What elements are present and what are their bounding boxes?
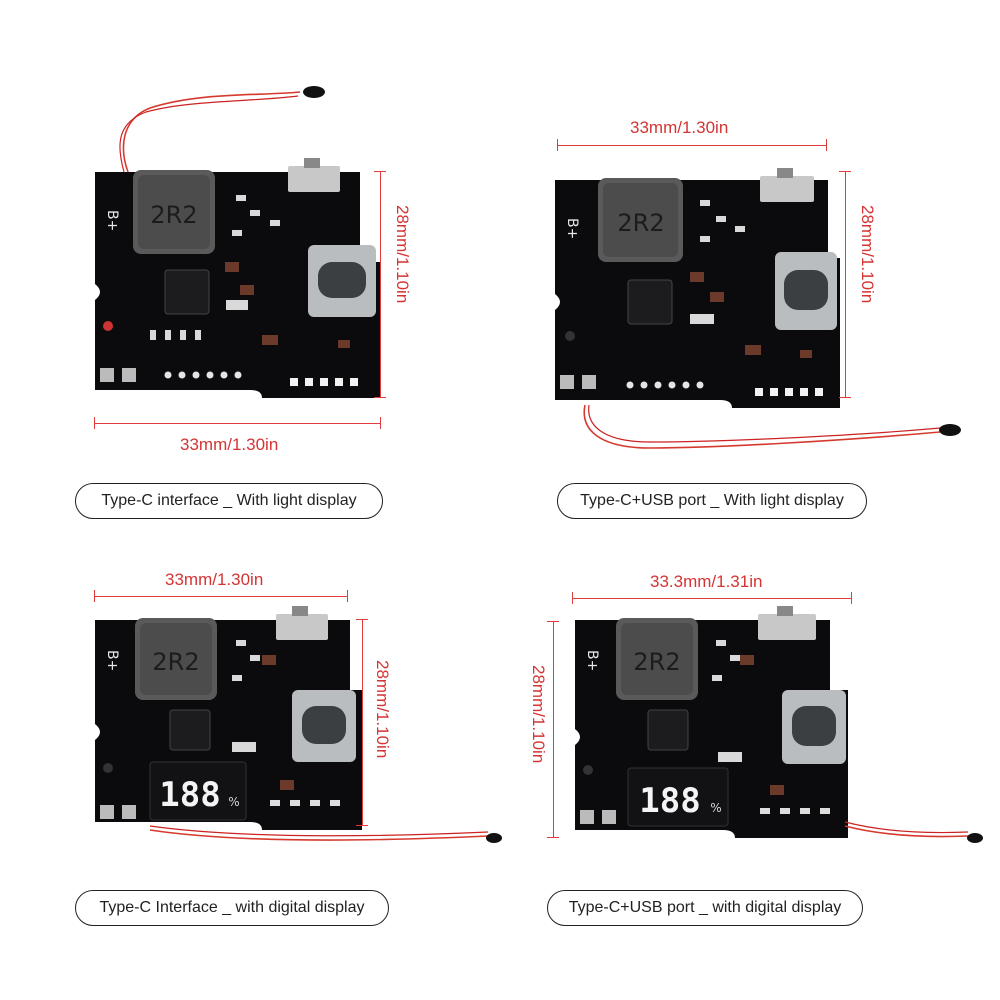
- battery-label: B+: [104, 650, 120, 671]
- width-dimension-line: [572, 592, 852, 604]
- inductor-label: 2R2: [633, 648, 680, 676]
- height-dimension-label: 28mm/1.10in: [858, 205, 877, 304]
- width-dimension-line: [557, 139, 827, 151]
- inductor-label: 2R2: [150, 201, 197, 229]
- pcb-board-typec-usb-digital: 2R2 188 % B+: [575, 606, 983, 843]
- width-dimension-label: 33mm/1.30in: [630, 118, 729, 137]
- battery-label: B+: [584, 650, 600, 671]
- pcb-board-typec-digital: 2R2 188 % B+: [95, 606, 502, 843]
- height-dimension-line: [839, 171, 851, 398]
- panel-typec-light: 2R2 B+: [0, 0, 500, 519]
- height-dimension-line: [547, 621, 559, 838]
- caption-pill: Type-C interface _ With light display: [75, 483, 383, 519]
- pcb-board-typec-light: 2R2 B+: [95, 86, 380, 398]
- battery-label: B+: [104, 210, 120, 231]
- caption-pill: Type-C Interface _ with digital display: [75, 890, 389, 926]
- inductor-label: 2R2: [152, 648, 199, 676]
- panel-typec-usb-digital: 2R2 188 % B+ 33.3mm/1.31in 28mm/1.10in T…: [0, 0, 983, 926]
- width-dimension-label: 33.3mm/1.31in: [650, 572, 763, 591]
- caption-pill: Type-C+USB port _ with digital display: [547, 890, 863, 926]
- width-dimension-label: 33mm/1.30in: [180, 435, 279, 454]
- height-dimension-line: [356, 619, 368, 826]
- percent-sign: %: [228, 795, 239, 809]
- height-dimension-label: 28mm/1.10in: [529, 665, 548, 764]
- inductor-label: 2R2: [617, 209, 664, 237]
- panel-typec-usb-light: 2R2 B+ 33mm/1.30in 28mm: [0, 0, 961, 519]
- width-dimension-line: [94, 590, 348, 602]
- digital-readout: 188: [159, 775, 220, 815]
- height-dimension-line: [374, 171, 386, 398]
- pcb-board-typec-usb-light: 2R2 B+: [555, 168, 961, 449]
- width-dimension-line: [94, 417, 381, 429]
- percent-sign: %: [710, 801, 721, 815]
- caption-pill: Type-C+USB port _ With light display: [557, 483, 867, 519]
- height-dimension-label: 28mm/1.10in: [373, 660, 392, 759]
- panel-typec-digital: 2R2 188 % B+ 33mm/1.30in 28mm/1.10in Typ…: [0, 0, 502, 926]
- width-dimension-label: 33mm/1.30in: [165, 570, 264, 589]
- battery-label: B+: [564, 218, 580, 239]
- digital-readout: 188: [639, 781, 700, 821]
